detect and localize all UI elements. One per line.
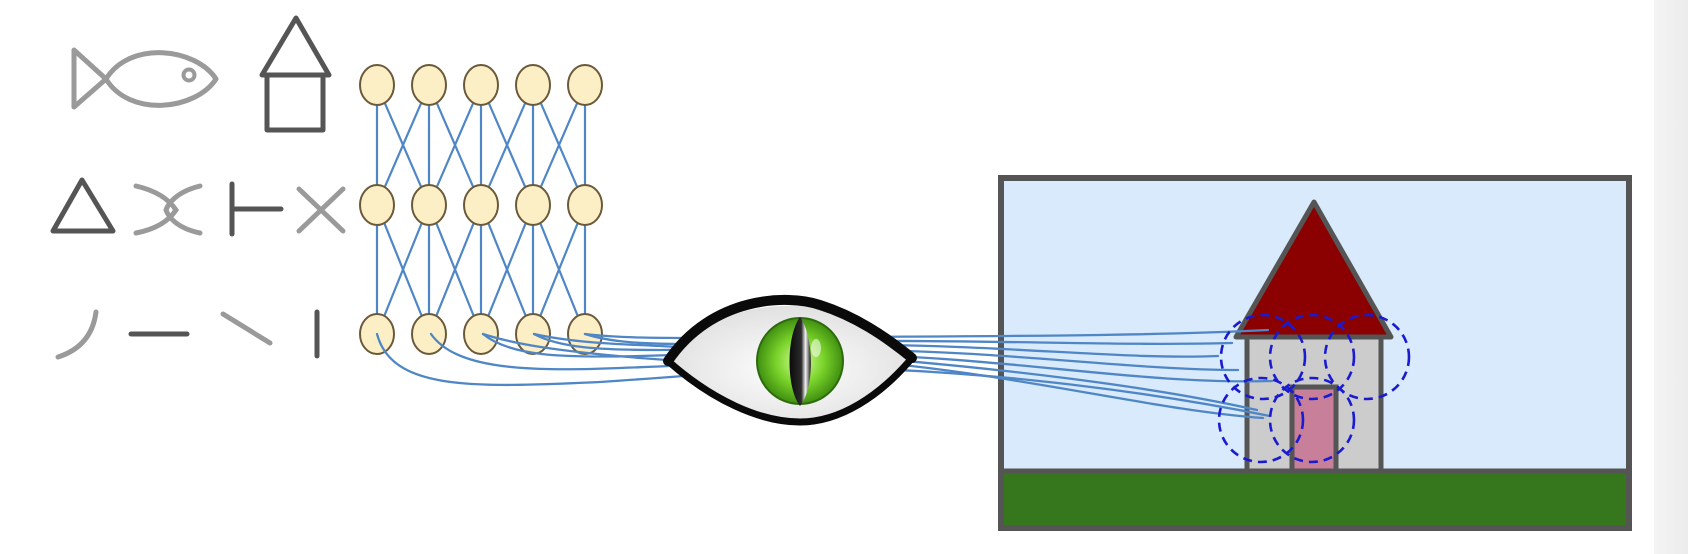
neuron-node [359,184,395,226]
house-door [1289,384,1339,474]
fish-shape-icon [71,47,219,110]
network-connection [531,204,587,335]
network-connections [375,84,587,335]
house-shape-icon [259,15,332,133]
receptive-field [1268,313,1356,401]
receptive-field [1268,376,1356,464]
neuron-node [463,313,499,355]
neuron-node [411,313,447,355]
scene-ground [1001,471,1629,528]
receptive-field [1217,376,1305,464]
network-connection [375,84,431,206]
neuron-node [463,64,499,106]
scene-frame [998,175,1632,531]
receptive-field [1323,313,1411,401]
neuron-node [411,64,447,106]
network-connection [479,84,535,206]
neuron-node [463,184,499,226]
triangle-shape-icon [50,177,116,234]
network-neurons [359,64,603,355]
diagonal-line-icon [220,311,273,346]
x-curve-shape-icon [133,183,203,236]
t-bar-shape-icon [229,181,284,237]
network-connection [427,84,483,206]
right-edge-strip [1654,0,1688,554]
network-connection [531,84,587,206]
x-shape-icon [296,186,346,234]
neuron-node [515,184,551,226]
network-connection [427,204,483,335]
neuron-node [567,64,603,106]
neuron-node [411,184,447,226]
eye-icon [663,294,917,426]
neuron-node [515,64,551,106]
network-connection [375,204,431,335]
curve-line-icon [55,309,99,360]
house-roof [1233,199,1394,340]
receptive-fields [1217,313,1411,464]
receptive-field [1219,313,1307,401]
neuron-node [359,64,395,106]
network-connection [479,204,535,335]
neuron-node [567,184,603,226]
scene-panel [998,175,1632,531]
shape-icons [50,15,346,360]
